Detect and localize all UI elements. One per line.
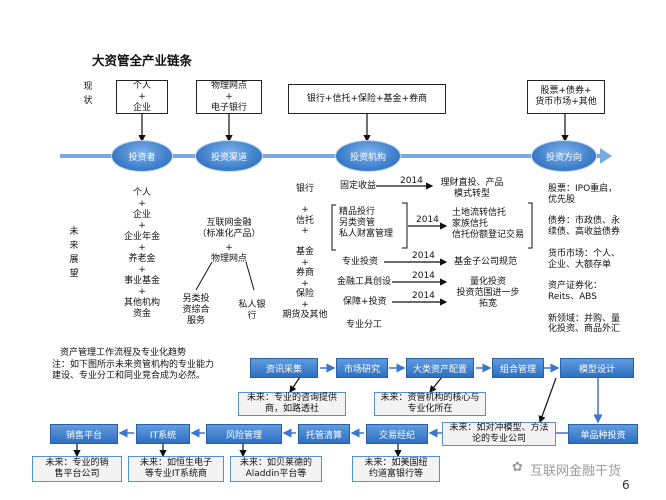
oval-channel: 投资渠道: [196, 141, 262, 171]
note-it: 未来：如恒生电子 等专业IT系统商: [128, 456, 224, 482]
function-wealth: 精品投行 另类资管 私人财富管理: [339, 207, 394, 239]
page-number: 6: [622, 478, 630, 492]
process-asset-allocation: 大类资产配置: [406, 358, 474, 378]
transition-trust: 土地流转信托 家族信托 信托份额登记交易: [452, 208, 525, 240]
year-label-4: 2014: [412, 271, 435, 281]
process-market-research: 市场研究: [336, 358, 388, 378]
brace-mid: [402, 202, 408, 249]
box-individual-enterprise: 个人 + 企业: [116, 80, 168, 114]
process-sales-platform: 销售平台: [50, 424, 118, 444]
watermark-icon: ✿: [512, 460, 523, 475]
box-physical-ebank: 物理网点 + 电子银行: [196, 80, 262, 114]
direction-future-list: 股票：IPO重启， 优先股 债券：市政债、永 续债、高收益债券 货币市场：个人、…: [548, 184, 621, 335]
transition-quant: 量化投资 投资范围进一步 拓宽: [456, 277, 520, 309]
note-risk: 未来：如贝莱德的 Aladdin平台等: [230, 456, 322, 482]
callout-arrow-consulting: [289, 376, 301, 393]
note-consulting: 未来：专业的咨询提供 商，如路透社: [238, 392, 346, 416]
process-info-collection: 资讯采集: [250, 358, 318, 378]
row-label-future: 未来展望: [69, 227, 79, 279]
main-axis-arrow: [600, 148, 612, 164]
process-risk-mgmt: 风险管理: [206, 424, 282, 444]
brace-right: [528, 202, 533, 249]
transition-fund-subsidiary: 基金子公司规范: [454, 257, 518, 267]
function-guarantee: 保障+投资: [343, 297, 387, 307]
process-note: 注：如下图所示未来资管机构的专业能力 建设、专业分工和同业竞合成为必然。: [52, 360, 215, 381]
channel-plus: +: [225, 243, 233, 253]
channel-private-bank: 私人银 行: [238, 300, 266, 321]
process-brokerage: 交易经纪: [366, 424, 428, 444]
channel-physical: 物理网点: [210, 254, 247, 264]
channel-alt-investment: 另类投 资综合 服务: [182, 294, 210, 326]
box-institutions: 银行+信托+保险+基金+券商: [288, 84, 446, 114]
transition-product-model: 理财直投、产品 模式转型: [440, 178, 504, 199]
function-division: 专业分工: [346, 320, 383, 330]
function-financial-tools: 金融工具创设: [337, 277, 392, 287]
year-label-5: 2014: [412, 291, 435, 301]
year-label-3: 2014: [412, 251, 435, 261]
year-label-1: 2014: [400, 176, 423, 186]
process-custody: 托管清算: [298, 424, 350, 444]
process-portfolio-mgmt: 组合管理: [492, 358, 544, 378]
oval-direction: 投资方向: [532, 141, 596, 171]
row-label-current: 现状: [83, 82, 93, 106]
function-fixed-income: 固定收益: [340, 181, 377, 191]
oval-investor: 投资者: [112, 141, 172, 171]
investor-future-list: 个人 + 企业 + 企业年金 + 养老金 + 事业基金 + 其他机构 资金: [123, 188, 160, 319]
callout-arrow-hedge: [538, 377, 557, 424]
process-it-system: IT系统: [136, 424, 190, 444]
note-custody: 未来：如美国纽 约道富银行等: [352, 456, 440, 482]
callout-arrow-core: [429, 376, 443, 393]
function-professional: 专业投资: [342, 257, 379, 267]
institution-list: 银行 + 信托 + 基金 + 券商 + 保险 + 期货及其他: [282, 184, 328, 320]
brace-left: [331, 204, 336, 251]
process-model-design: 模型设计: [560, 358, 634, 378]
process-single-investment: 单品种投资: [568, 424, 638, 444]
branch-line-right: [245, 261, 255, 291]
process-heading: 资产管理工作流程及专业化趋势: [60, 348, 187, 358]
page-title: 大资管全产业链条: [92, 53, 193, 68]
year-label-2: 2014: [416, 215, 439, 225]
note-core: 未来：资管机构的核心与 专业化所在: [374, 392, 486, 416]
watermark-text: 互联网金融干货: [530, 464, 622, 479]
oval-institution: 投资机构: [336, 141, 400, 171]
box-directions: 股票+债券+ 货币市场+其他: [527, 80, 605, 114]
note-hedge: 未来：如对冲模型、方法 论的专业公司: [442, 422, 556, 446]
branch-line-left: [195, 261, 213, 291]
channel-internet-finance: 互联网金融 （标准化产品）: [197, 218, 261, 239]
note-sales: 未来：专业的销 售平台公司: [32, 456, 122, 482]
